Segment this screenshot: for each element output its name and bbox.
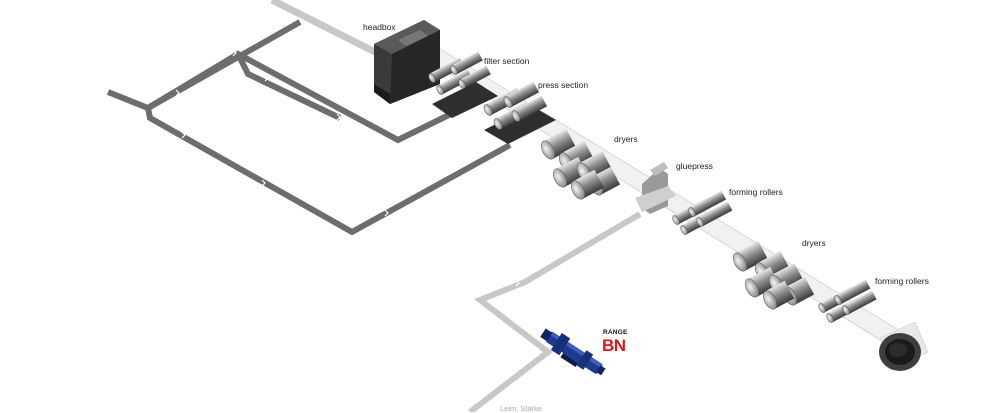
roller xyxy=(696,201,733,227)
roller xyxy=(540,128,576,160)
footer-medium-label: Leim, Stärke xyxy=(500,404,543,413)
pump-icon xyxy=(540,328,606,376)
roller xyxy=(458,65,491,89)
label-filter-section: filter section xyxy=(484,56,530,66)
label-forming-rollers-1: forming rollers xyxy=(729,187,783,197)
label-forming-rollers-2: forming rollers xyxy=(875,276,929,286)
label-gluepress: gluepress xyxy=(676,161,713,171)
headbox-unit xyxy=(374,20,440,104)
pipe-network-dark xyxy=(106,19,512,236)
roller xyxy=(570,169,604,200)
pipe-network-light xyxy=(468,211,642,412)
roller xyxy=(436,69,473,95)
roller xyxy=(834,279,871,305)
label-dryers-2: dryers xyxy=(802,238,826,248)
roller-groups xyxy=(428,51,877,323)
roller xyxy=(762,280,795,310)
pipe-flow-markers xyxy=(175,49,389,217)
roller xyxy=(688,190,727,217)
roller xyxy=(450,51,483,75)
pipe-branch-top xyxy=(146,19,302,111)
pipe-lower-loop xyxy=(145,107,512,236)
roller xyxy=(511,95,548,122)
range-label: RANGE xyxy=(603,329,628,336)
label-press-section: press section xyxy=(538,80,589,90)
paper-reel xyxy=(879,321,929,371)
label-headbox: headbox xyxy=(363,22,396,32)
section-bases xyxy=(432,82,556,144)
label-dryers-1: dryers xyxy=(614,134,638,144)
range-code: BN xyxy=(602,336,626,355)
roller xyxy=(503,81,540,108)
gluepress-stand xyxy=(635,162,676,214)
roller xyxy=(744,266,780,298)
pipe-stock-inlet xyxy=(270,0,377,56)
roller xyxy=(842,290,877,315)
pipe-inner-link xyxy=(235,52,342,121)
pipe-flow-marker-light xyxy=(515,279,520,287)
roller xyxy=(732,240,768,272)
